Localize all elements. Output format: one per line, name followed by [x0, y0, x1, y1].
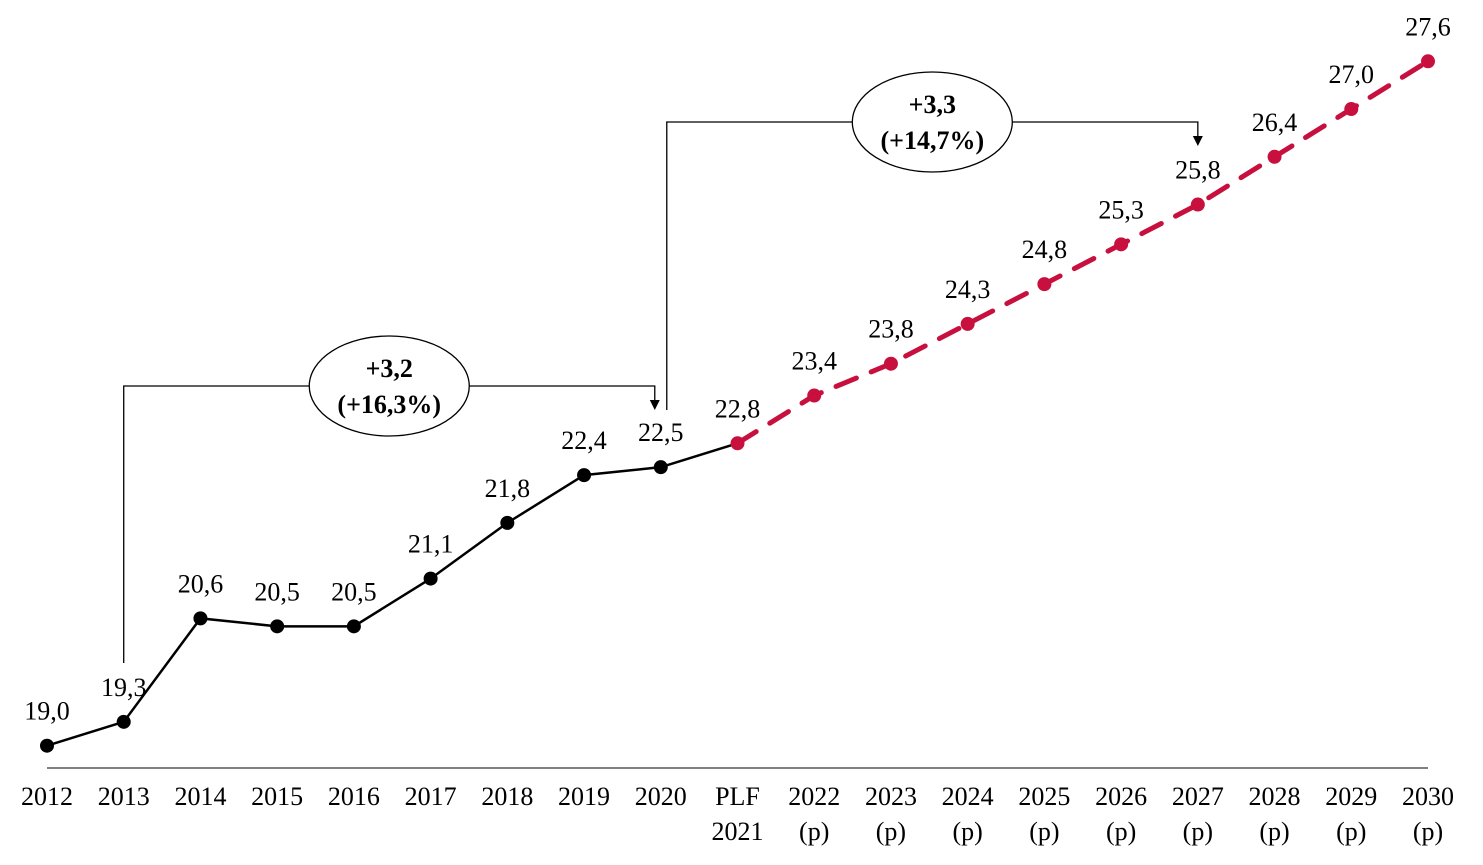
data-label: 23,4: [791, 347, 837, 376]
x-tick-label: (p): [799, 817, 829, 846]
x-tick-label: 2023: [865, 782, 917, 811]
data-point: [423, 571, 438, 586]
data-label: 22,5: [638, 418, 684, 447]
data-point: [807, 388, 822, 403]
x-tick-label: (p): [953, 817, 983, 846]
data-point: [500, 515, 515, 530]
data-label: 23,8: [868, 315, 914, 344]
data-point: [577, 468, 592, 483]
x-tick-label: 2019: [558, 782, 610, 811]
x-tick-label: (p): [1413, 817, 1443, 846]
annotation-ellipse: [308, 335, 470, 437]
x-tick-label: (p): [1259, 817, 1289, 846]
x-tick-label: (p): [1029, 817, 1059, 846]
x-tick-label: 2025: [1018, 782, 1070, 811]
data-point: [270, 619, 285, 634]
data-point: [193, 611, 208, 626]
data-label: 20,5: [254, 577, 300, 606]
data-label: 26,4: [1252, 108, 1298, 137]
annotation-change: +3,2: [366, 354, 413, 383]
x-tick-label: 2017: [405, 782, 457, 811]
data-point: [653, 460, 668, 475]
data-label: 21,8: [485, 474, 531, 503]
data-label: 21,1: [408, 530, 454, 559]
data-point: [1421, 54, 1435, 69]
x-tick-label: 2029: [1325, 782, 1377, 811]
data-label: 22,4: [561, 426, 607, 455]
x-tick-label: 2027: [1172, 782, 1224, 811]
x-tick-label: 2026: [1095, 782, 1147, 811]
data-label: 19,3: [101, 673, 147, 702]
x-tick-label: (p): [1336, 817, 1366, 846]
data-label: 22,8: [715, 394, 761, 423]
x-tick-label: (p): [1183, 817, 1213, 846]
data-point: [1267, 149, 1282, 164]
x-tick-label: 2014: [174, 782, 226, 811]
data-label: 20,6: [178, 569, 224, 598]
x-tick-label: 2012: [21, 782, 73, 811]
x-tick-label: 2016: [328, 782, 380, 811]
annotation-change: +3,3: [909, 90, 956, 119]
data-point: [1114, 237, 1129, 252]
x-tick-label: 2028: [1249, 782, 1301, 811]
x-tick-label: 2018: [481, 782, 533, 811]
x-tick-label: 2020: [635, 782, 687, 811]
data-label: 27,0: [1329, 60, 1375, 89]
data-point: [960, 316, 975, 331]
x-tick-label: 2021: [712, 817, 764, 846]
data-point: [1344, 102, 1359, 117]
data-label: 19,0: [24, 697, 70, 726]
data-label: 20,5: [331, 577, 377, 606]
x-tick-label: (p): [1106, 817, 1136, 846]
data-label: 25,8: [1175, 156, 1221, 185]
data-label: 24,8: [1022, 235, 1068, 264]
data-label: 25,3: [1098, 195, 1144, 224]
data-point: [346, 619, 361, 634]
x-tick-label: PLF: [715, 782, 760, 811]
data-point: [730, 436, 745, 451]
annotation-ellipse: [851, 71, 1013, 173]
data-point: [1037, 277, 1052, 292]
annotation-percent: (+14,7%): [880, 126, 984, 155]
data-point: [40, 738, 54, 753]
series-line-projection: [735, 58, 1431, 446]
x-tick-label: 2013: [98, 782, 150, 811]
data-label: 27,6: [1405, 12, 1451, 41]
arrow-down-icon: [1192, 136, 1203, 146]
x-tick-label: 2030: [1402, 782, 1454, 811]
data-point: [1190, 197, 1205, 212]
data-label: 24,3: [945, 275, 991, 304]
annotation-percent: (+16,3%): [337, 390, 441, 419]
data-point: [883, 356, 898, 371]
arrow-down-icon: [649, 400, 660, 410]
x-tick-label: 2022: [788, 782, 840, 811]
x-tick-label: (p): [876, 817, 906, 846]
data-point: [116, 714, 131, 729]
x-tick-label: 2024: [942, 782, 994, 811]
series-line-actual: [46, 442, 738, 747]
x-tick-label: 2015: [251, 782, 303, 811]
